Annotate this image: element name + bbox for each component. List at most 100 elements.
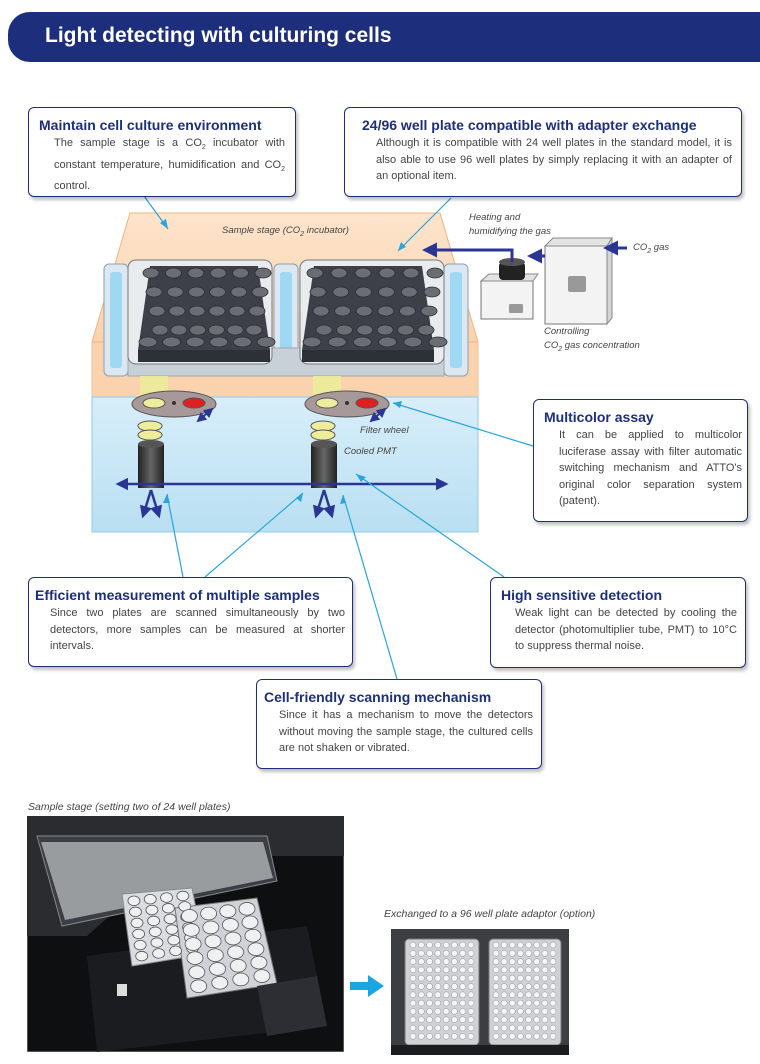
well (209, 267, 227, 279)
well (248, 305, 266, 317)
well (517, 999, 524, 1007)
well (467, 1008, 475, 1015)
well (509, 950, 516, 957)
callout-sensitive: High sensitive detection Weak light can … (490, 577, 746, 668)
well (330, 267, 348, 279)
well (434, 983, 442, 990)
callout-cell-culture: Maintain cell culture environment The sa… (28, 107, 296, 197)
well (355, 286, 373, 298)
well (418, 966, 425, 974)
well (434, 966, 442, 974)
well (418, 1033, 425, 1040)
wells (138, 267, 448, 348)
well (426, 941, 433, 949)
well (533, 966, 540, 974)
well (442, 958, 450, 965)
photo-caption-right: Exchanged to a 96 well plate adaptor (op… (384, 908, 596, 920)
well (147, 915, 160, 927)
well (549, 1016, 557, 1023)
callout-body: Since two plates are scanned simultaneou… (50, 607, 345, 652)
well (426, 1024, 433, 1032)
well (334, 305, 352, 317)
well (434, 1024, 442, 1032)
adaptor-wells (409, 941, 557, 1040)
well (190, 979, 208, 994)
well (418, 1016, 425, 1023)
well (459, 1016, 466, 1023)
well (377, 305, 395, 317)
well (525, 1033, 532, 1040)
well (459, 991, 466, 999)
well (253, 969, 271, 983)
well (541, 1024, 549, 1032)
well (434, 1016, 442, 1023)
well (232, 267, 250, 279)
well (222, 918, 239, 932)
photo-wells-right (181, 902, 271, 994)
well (230, 286, 248, 298)
well (161, 903, 175, 914)
callout-title: High sensitive detection (501, 587, 663, 603)
well (549, 999, 557, 1007)
well (227, 945, 245, 959)
well (492, 974, 500, 982)
well (148, 926, 162, 937)
well (533, 999, 540, 1007)
well (232, 972, 250, 987)
well (209, 962, 226, 976)
adaptor-photo (391, 929, 569, 1055)
well (549, 974, 557, 982)
well (434, 991, 442, 999)
well (207, 324, 225, 336)
well (188, 965, 206, 979)
well (541, 999, 549, 1007)
stage-label: Sample stage (CO2 incubator) (222, 225, 349, 238)
well (509, 974, 516, 982)
well (549, 991, 557, 999)
co2-controller (543, 236, 613, 326)
well (467, 991, 475, 999)
well (525, 1008, 532, 1015)
well (403, 336, 423, 348)
well (402, 267, 420, 279)
well (423, 286, 441, 298)
well (434, 958, 442, 965)
well (549, 1008, 557, 1015)
well (254, 267, 272, 279)
well (492, 991, 500, 999)
well (332, 286, 350, 298)
well (442, 1016, 450, 1023)
well (208, 305, 226, 317)
well (459, 950, 466, 957)
well (500, 1033, 508, 1040)
well (541, 1008, 549, 1015)
well (377, 286, 395, 298)
well (509, 958, 516, 965)
well (467, 999, 475, 1007)
well (150, 937, 164, 948)
well (245, 324, 263, 336)
well (517, 1033, 524, 1040)
callout-body: Since it has a mechanism to move the det… (279, 709, 533, 754)
controlling-label: Controlling CO2 gas concentration (544, 326, 640, 353)
well (187, 267, 205, 279)
well (451, 950, 458, 957)
callout-body: Weak light can be detected by cooling th… (515, 607, 737, 652)
well (163, 913, 177, 925)
well (451, 974, 458, 982)
well (509, 1008, 516, 1015)
well (459, 1033, 466, 1040)
well (509, 1033, 516, 1040)
heating-label: Heating and humidifying the gas (469, 212, 551, 237)
well (356, 324, 374, 336)
well (409, 991, 417, 999)
well (533, 1016, 540, 1023)
well (434, 999, 442, 1007)
well (459, 999, 466, 1007)
well (202, 920, 220, 935)
well (142, 267, 160, 279)
pmt-left (138, 440, 164, 488)
well (533, 941, 540, 949)
well (426, 966, 433, 974)
